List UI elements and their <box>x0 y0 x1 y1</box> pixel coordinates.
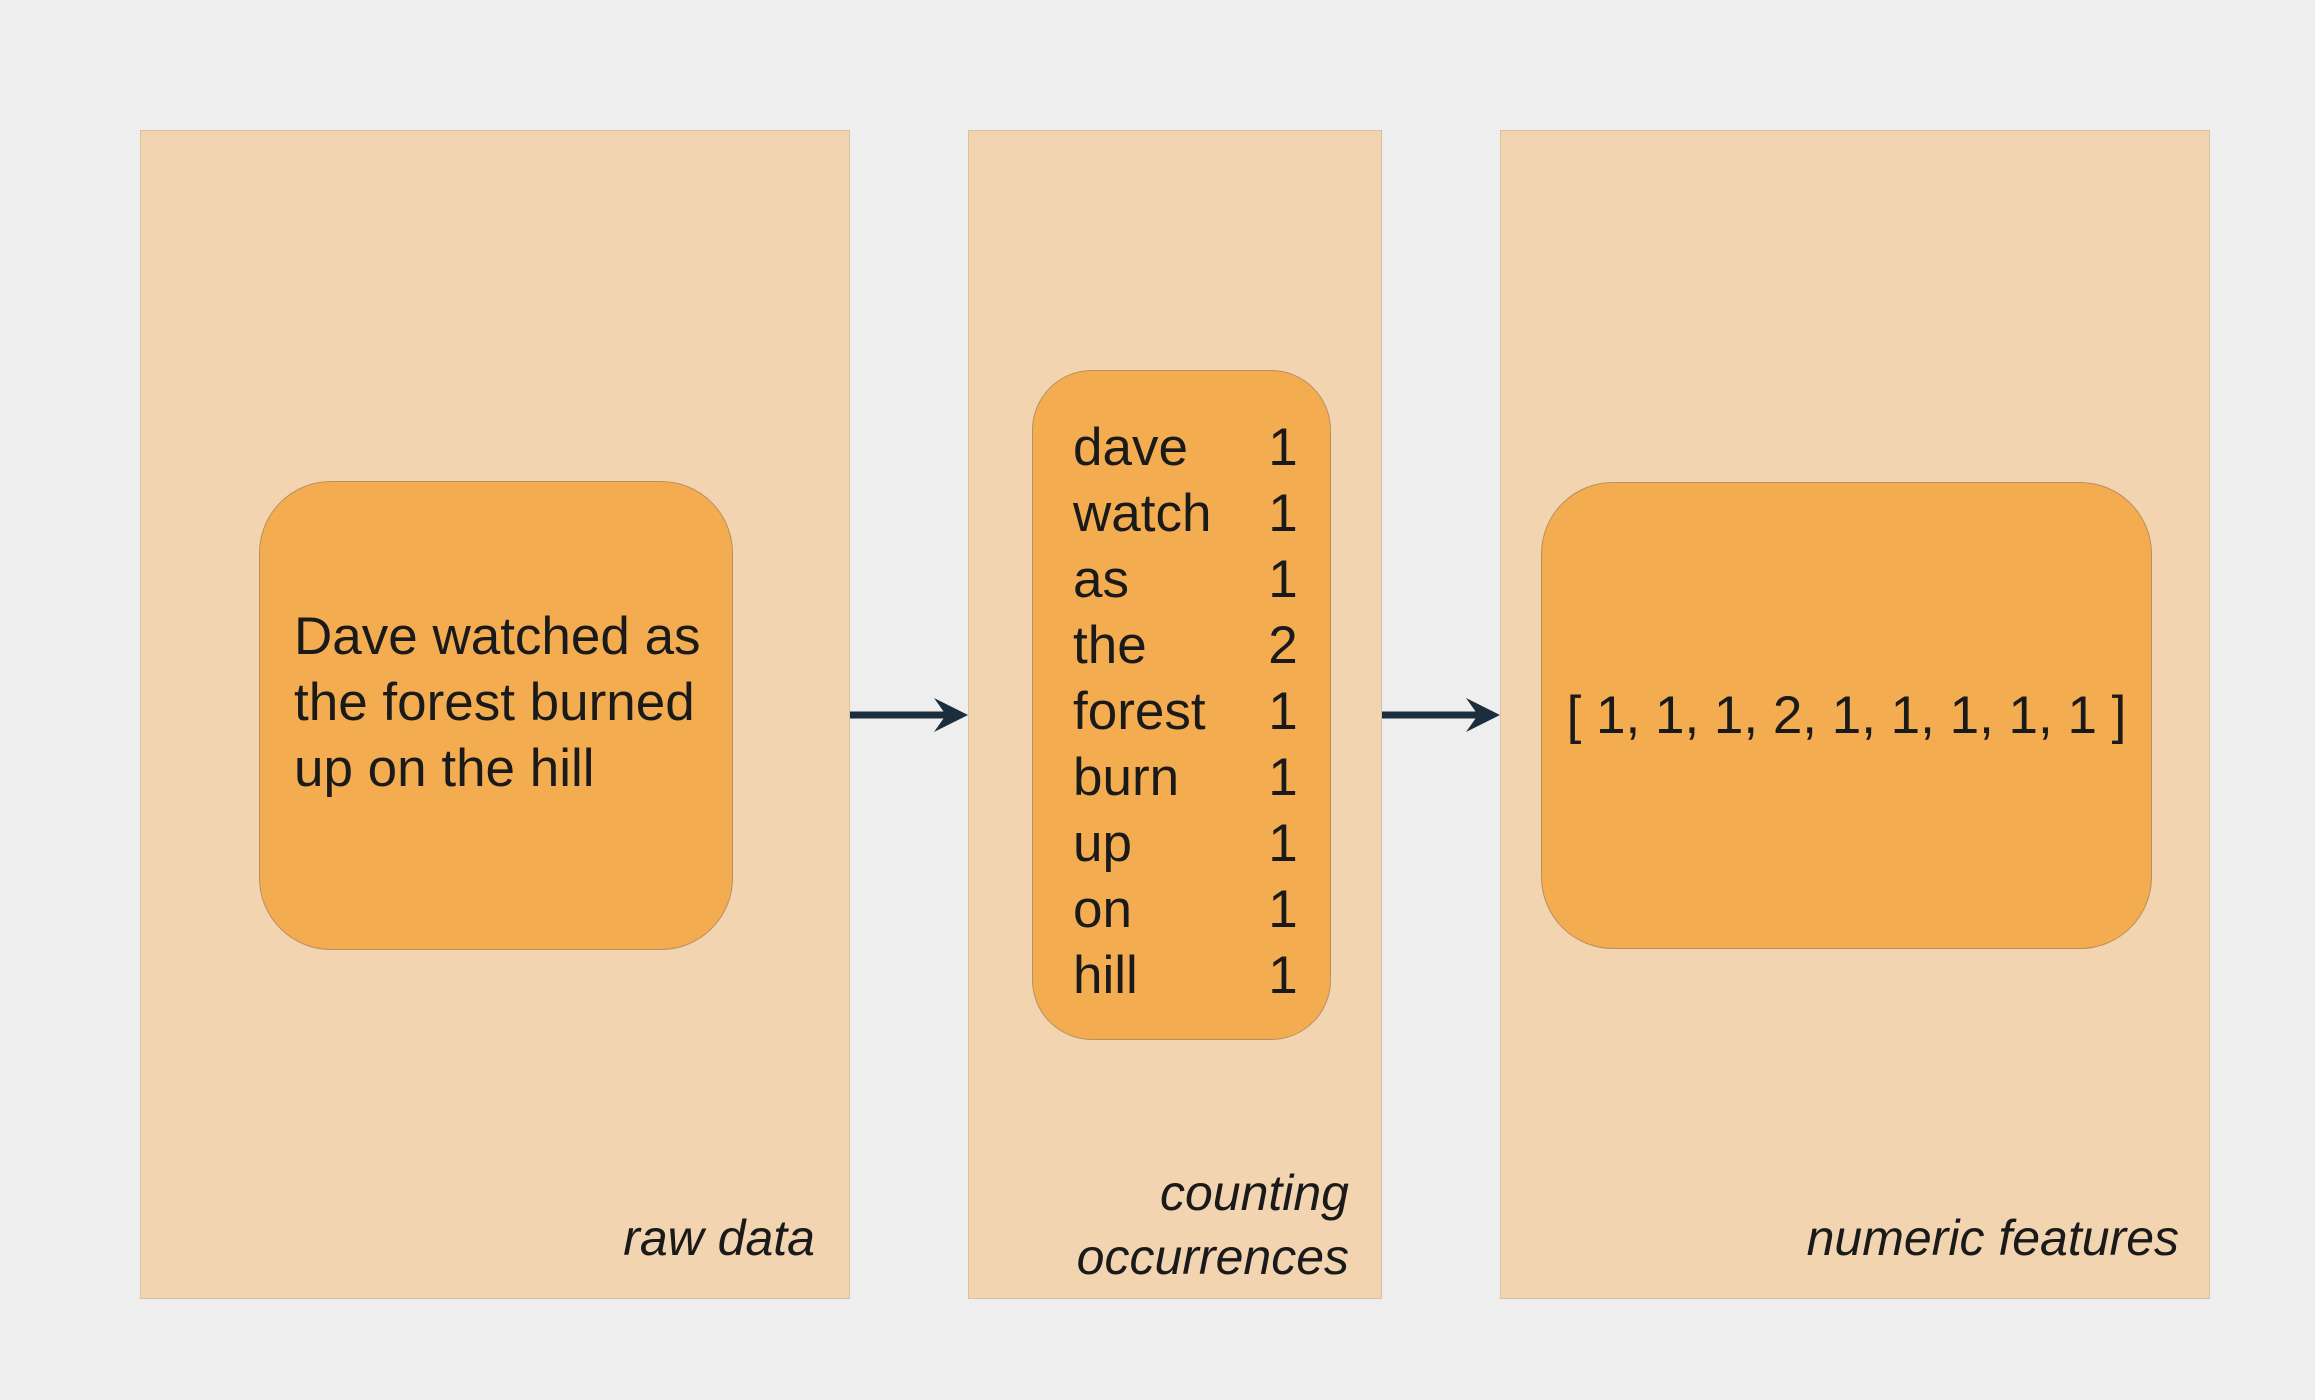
vector-box: [ 1, 1, 1, 2, 1, 1, 1, 1, 1 ] <box>1541 482 2152 949</box>
count-row: the 2 <box>1073 613 1303 679</box>
word-count: 2 <box>1268 616 1298 675</box>
word-count: 1 <box>1268 682 1298 741</box>
word-count: 1 <box>1268 484 1298 543</box>
word: dave <box>1073 418 1188 477</box>
word: the <box>1073 616 1147 675</box>
counting-label: counting occurrences <box>1077 1161 1349 1289</box>
word: forest <box>1073 682 1206 741</box>
word: watch <box>1073 484 1212 543</box>
count-row: hill 1 <box>1073 943 1303 1009</box>
count-row: burn 1 <box>1073 745 1303 811</box>
word: on <box>1073 880 1132 939</box>
count-row: as 1 <box>1073 547 1303 613</box>
word: hill <box>1073 946 1138 1005</box>
numeric-features-label: numeric features <box>1806 1210 2179 1266</box>
counting-label-line2: occurrences <box>1076 1229 1349 1285</box>
count-row: up 1 <box>1073 811 1303 877</box>
raw-text: Dave watched as the forest burned up on … <box>294 607 701 798</box>
raw-data-panel: Dave watched as the forest burned up on … <box>140 130 850 1299</box>
count-row: watch 1 <box>1073 481 1303 547</box>
word-count: 1 <box>1268 418 1298 477</box>
word: as <box>1073 550 1129 609</box>
count-row: dave 1 <box>1073 415 1303 481</box>
numeric-features-panel: [ 1, 1, 1, 2, 1, 1, 1, 1, 1 ] numeric fe… <box>1500 130 2210 1299</box>
word: up <box>1073 814 1132 873</box>
count-row: on 1 <box>1073 877 1303 943</box>
raw-text-box: Dave watched as the forest burned up on … <box>259 481 733 950</box>
count-row: forest 1 <box>1073 679 1303 745</box>
raw-data-label: raw data <box>623 1210 815 1266</box>
word-count: 1 <box>1268 946 1298 1005</box>
word-count: 1 <box>1268 880 1298 939</box>
counting-label-line1: counting <box>1159 1165 1349 1221</box>
arrow-icon <box>1382 698 1500 732</box>
feature-vector: [ 1, 1, 1, 2, 1, 1, 1, 1, 1 ] <box>1566 685 2127 745</box>
word: burn <box>1073 748 1180 807</box>
word-count: 1 <box>1268 748 1298 807</box>
word-count: 1 <box>1268 550 1298 609</box>
arrow-icon <box>850 698 968 732</box>
word-count: 1 <box>1268 814 1298 873</box>
